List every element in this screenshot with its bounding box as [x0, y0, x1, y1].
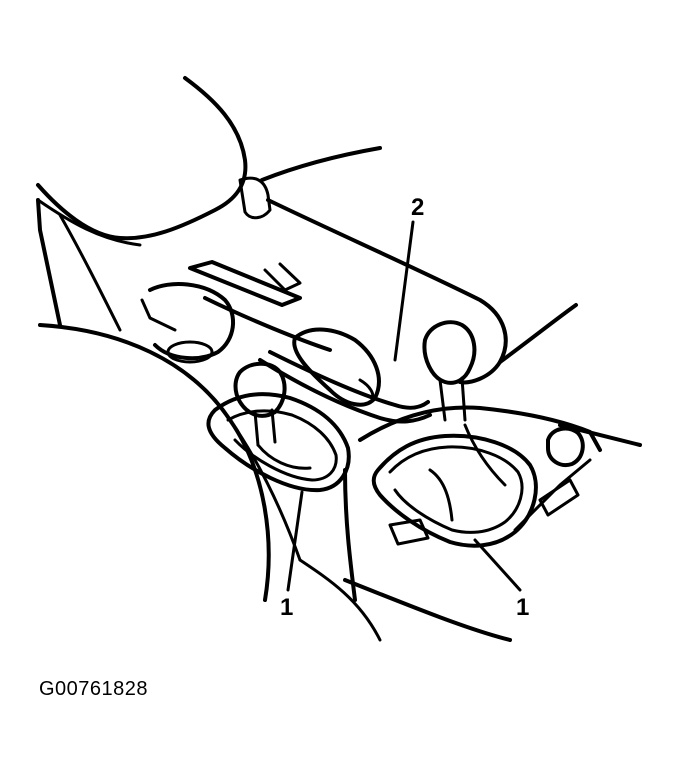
left-knob-stem	[253, 408, 277, 447]
console-base-line	[343, 578, 512, 642]
right-boot-frame	[371, 433, 538, 548]
console-lower-curve	[298, 558, 382, 642]
right-knob	[422, 320, 477, 385]
hinge-block	[238, 176, 272, 220]
callout-1-left-label: 1	[280, 594, 294, 621]
callout-2-label: 2	[411, 194, 425, 221]
small-vent	[388, 518, 430, 546]
armrest-outline	[36, 76, 248, 241]
figure-id: G00761828	[39, 678, 149, 700]
left-panel-inner	[58, 213, 122, 332]
callout-1-right-label: 1	[516, 594, 530, 621]
right-button	[546, 426, 585, 467]
left-panel-top	[36, 198, 62, 327]
armrest-seam	[36, 198, 142, 247]
dash-right-line	[558, 423, 642, 447]
left-console-sweep	[38, 323, 271, 602]
dash-line	[498, 303, 578, 364]
center-divider	[268, 350, 430, 410]
leader-2	[393, 220, 415, 362]
left-boot-fold	[256, 443, 312, 470]
divider-lower	[258, 358, 432, 424]
right-panel-slot	[538, 478, 580, 517]
right-knob-stem	[438, 376, 467, 422]
console-side-curve	[266, 198, 508, 385]
cupholder-bottom	[166, 340, 214, 364]
leader-1-left	[286, 490, 304, 592]
tray-tab	[263, 262, 302, 292]
left-boot-inner	[226, 409, 338, 482]
right-boot-fold	[428, 423, 507, 522]
brake-lever	[203, 296, 332, 352]
right-console-top	[358, 405, 602, 452]
right-boot-inner	[388, 445, 524, 534]
tray-slot	[188, 260, 302, 307]
left-knob	[233, 361, 287, 418]
cupholder-insert	[140, 298, 177, 332]
right-console-edge	[343, 468, 357, 602]
console-top-edge	[260, 146, 382, 182]
leader-1-right	[473, 538, 522, 592]
cupholder-rim	[148, 282, 236, 361]
